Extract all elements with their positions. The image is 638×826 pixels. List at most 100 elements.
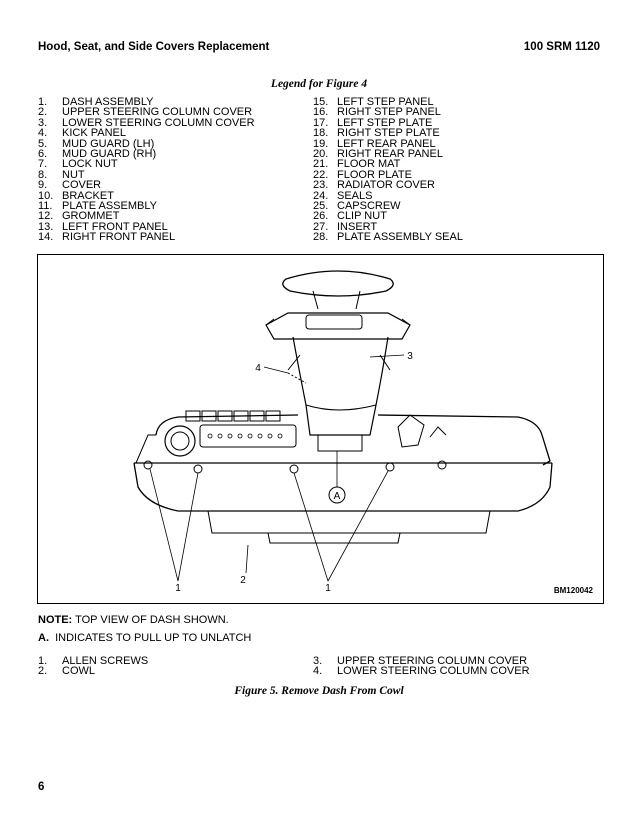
figure-caption: Figure 5. Remove Dash From Cowl (234, 685, 404, 697)
legend-item-text: COVER (62, 179, 102, 192)
legend-item-text: BRACKET (62, 189, 114, 202)
legend-item: 4. LOWER STEERING COLUMN COVER (313, 665, 530, 678)
legend-item: 3. UPPER STEERING COLUMN COVER (313, 655, 530, 667)
legend-item-number: 26. (313, 210, 329, 223)
legend-item: 23.RADIATOR COVER (313, 179, 463, 192)
note-a-text: INDICATES TO PULL UP TO UNLATCH (49, 632, 252, 644)
figure-dash-removal: A 1 2 1 3 4 BM120042 (37, 254, 604, 604)
legend-item-text: UPPER STEERING COLUMN COVER (337, 655, 528, 667)
legend-item-number: 3. (38, 116, 48, 129)
legend-item: 18. RIGHT STEP PLATE (313, 127, 463, 140)
legend-item: 2.UPPER STEERING COLUMN COVER (38, 106, 255, 119)
figure-id: BM120042 (553, 586, 593, 595)
legend-item: 13. LEFT FRONT PANEL (38, 220, 255, 233)
legend-item-text: UPPER STEERING COLUMN COVER (62, 106, 253, 119)
legend-item-text: LOWER STEERING COLUMN COVER (337, 665, 530, 678)
legend-item: 17. LEFT STEP PLATE (313, 116, 463, 129)
legend-item: 10. BRACKET (38, 189, 255, 202)
legend-item-text: INSERT (337, 220, 378, 233)
legend-item-number: 15. (313, 96, 329, 108)
legend-item-text: LEFT FRONT PANEL (62, 220, 168, 233)
callout-legend-left: 1. ALLEN SCREWS 2. COWL (38, 655, 149, 678)
legend-item-text: RIGHT STEP PANEL (337, 106, 441, 119)
legend-item: 25.CAPSCREW (313, 200, 463, 213)
legend-item-text: COWL (62, 665, 95, 678)
legend-item-number: 1. (38, 655, 48, 667)
legend-item: 7. LOCK NUT (38, 158, 255, 171)
legend-item-text: MUD GUARD (LH) (62, 137, 155, 150)
legend-item-text: DASH ASSEMBLY (62, 96, 154, 108)
legend-item-text: LEFT REAR PANEL (337, 137, 436, 150)
legend-item-text: NUT (62, 168, 85, 181)
legend-item-number: 16. (313, 106, 329, 119)
legend-item-number: 18. (313, 127, 329, 140)
legend-item: 28. PLATE ASSEMBLY SEAL (313, 231, 463, 244)
legend-item: 19. LEFT REAR PANEL (313, 137, 463, 150)
legend-item-text: LOWER STEERING COLUMN COVER (62, 116, 255, 129)
legend-item-text: ALLEN SCREWS (62, 655, 149, 667)
legend-title: Legend for Figure 4 (270, 78, 368, 90)
callout-4: 4 (255, 363, 261, 374)
legend-item-text: GROMMET (62, 210, 120, 223)
legend-item: 14. RIGHT FRONT PANEL (38, 231, 255, 244)
legend-item-text: LEFT STEP PLATE (337, 116, 433, 129)
legend-item-text: CAPSCREW (337, 200, 401, 213)
legend-item-number: 24. (313, 189, 329, 202)
legend-item-number: 5. (38, 137, 48, 150)
legend-item-text: FLOOR MAT (337, 158, 401, 171)
legend-item-text: KICK PANEL (62, 127, 126, 140)
legend-item-number: 13. (38, 220, 54, 233)
legend-item-number: 8. (38, 168, 48, 181)
legend-item: 3. LOWER STEERING COLUMN COVER (38, 116, 255, 129)
legend-item-number: 12. (38, 210, 54, 223)
legend-item-text: PLATE ASSEMBLY (62, 200, 157, 213)
note-label: NOTE: (38, 614, 73, 626)
legend-item-text: RIGHT FRONT PANEL (62, 231, 176, 244)
legend-item: 16. RIGHT STEP PANEL (313, 106, 463, 119)
legend-item-number: 9. (38, 179, 48, 192)
legend-item: 20.RIGHT REAR PANEL (313, 148, 463, 161)
legend-item-number: 4. (38, 127, 48, 140)
callout-1-left: 1 (175, 583, 181, 594)
legend-item-text: RIGHT STEP PLATE (337, 127, 440, 140)
legend-item: 6.MUD GUARD (RH) (38, 148, 255, 159)
legend-item-number: 17. (313, 116, 329, 129)
callout-a-label: A (334, 491, 341, 502)
legend-item-text: LEFT STEP PANEL (337, 96, 434, 108)
legend-item-number: 10. (38, 189, 54, 202)
legend-item-text: FLOOR PLATE (337, 168, 412, 181)
legend-item-text: SEALS (337, 189, 373, 202)
note-top-view: NOTE: TOP VIEW OF DASH SHOWN. (38, 614, 229, 626)
legend-item: 11.PLATE ASSEMBLY (38, 200, 255, 213)
legend-item: 1. ALLEN SCREWS (38, 655, 149, 667)
legend-item-number: 14. (38, 231, 54, 244)
dash-cowl-illustration: A 1 2 1 3 4 (133, 270, 553, 594)
legend-item: 21.FLOOR MAT (313, 158, 463, 171)
legend-item: 24. SEALS (313, 189, 463, 202)
legend-item: 8. NUT (38, 168, 255, 181)
legend-item-number: 20. (313, 148, 329, 161)
legend-item: 1. DASH ASSEMBLY (38, 96, 255, 108)
note-text: TOP VIEW OF DASH SHOWN. (72, 614, 229, 626)
callout-2: 2 (240, 575, 246, 586)
note-a-label: A. (38, 632, 49, 644)
legend-item-text: PLATE ASSEMBLY SEAL (337, 231, 463, 244)
running-header-doc-number: 100 SRM 1120 (523, 41, 600, 53)
legend-item: 2. COWL (38, 665, 148, 678)
legend-item-text: CLIP NUT (337, 210, 387, 223)
running-header-title: Hood, Seat, and Side Covers Replacement (38, 41, 270, 53)
callout-legend-right: 3. UPPER STEERING COLUMN COVER 4. LOWER STE… (313, 655, 530, 678)
legend-item-number: 1. (38, 96, 48, 108)
legend-item: 5. MUD GUARD (LH) (38, 137, 255, 150)
legend-item-number: 4. (313, 665, 323, 678)
legend-item-text: RADIATOR COVER (337, 179, 435, 192)
legend-item-number: 28. (313, 231, 329, 244)
legend-item: 15. LEFT STEP PANEL (313, 96, 463, 108)
legend-item-text: LOCK NUT (62, 158, 118, 171)
note-a-unlatch: A. INDICATES TO PULL UP TO UNLATCH (38, 632, 251, 644)
legend-item-number: 7. (38, 158, 48, 171)
legend-item-number: 3. (313, 655, 323, 667)
legend-item-number: 2. (38, 665, 48, 678)
legend-item-number: 19. (313, 137, 329, 150)
